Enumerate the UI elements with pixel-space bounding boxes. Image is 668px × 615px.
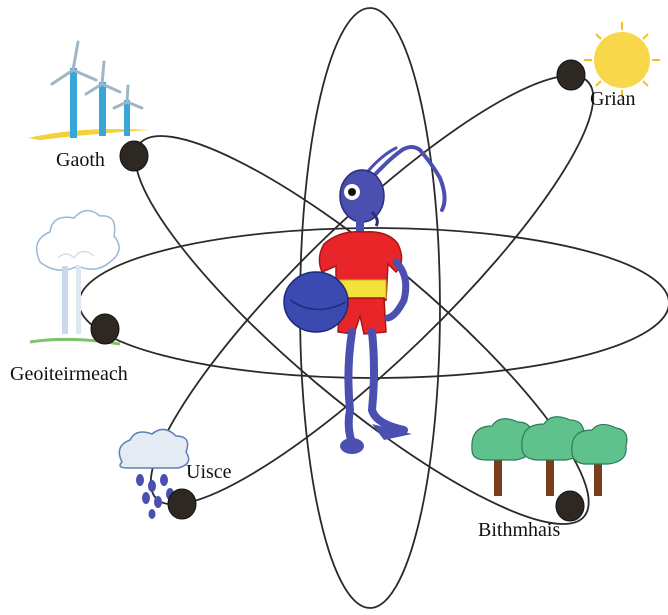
label-uisce: Uisce [186,461,232,483]
ant-mascot-icon [284,147,445,454]
node-gaoth[interactable] [120,141,148,171]
label-geoiteirmeach: Geoiteirmeach [10,363,128,385]
node-uisce[interactable] [168,489,196,519]
node-bithmhais[interactable] [556,491,584,521]
wind-turbine-icon [28,42,150,140]
node-grian[interactable] [557,60,585,90]
trees-icon [472,417,627,496]
label-gaoth: Gaoth [56,149,105,171]
label-bithmhais: Bithmhais [478,519,560,541]
sun-icon [584,22,660,98]
label-grian: Grian [590,88,636,110]
node-geoiteirmeach[interactable] [91,314,119,344]
